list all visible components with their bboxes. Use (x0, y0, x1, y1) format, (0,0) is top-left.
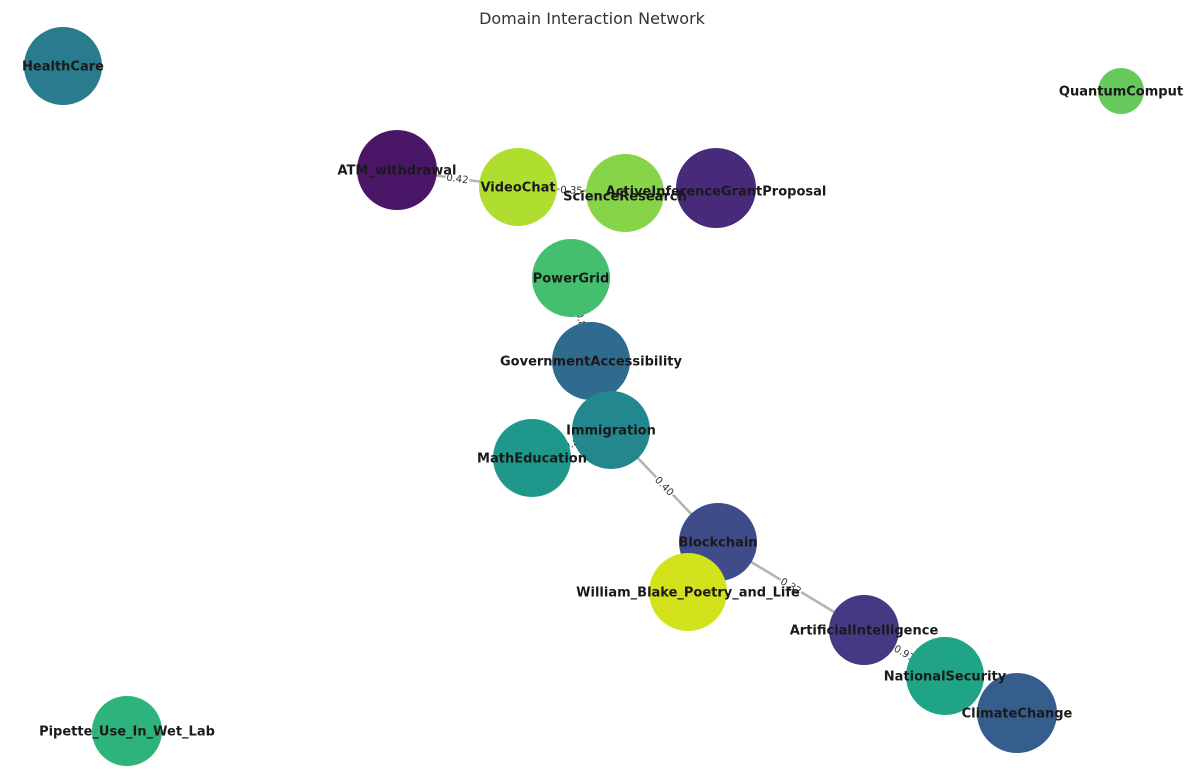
node-quantumcomput (1098, 68, 1144, 114)
node-matheducation (493, 419, 571, 497)
node-label-activeinferencegrantproposal: ActiveInferenceGrantProposal (606, 185, 827, 200)
diagram-title: Domain Interaction Network (479, 9, 706, 28)
node-artificialintelligence (829, 595, 899, 665)
edge-weight-label: 0.35 (560, 185, 583, 197)
edge-label-background (651, 473, 678, 499)
node-label-climatechange: ClimateChange (962, 707, 1073, 722)
node-label-atm-withdrawal: ATM_withdrawal (337, 164, 456, 179)
node-label-blockchain: Blockchain (678, 536, 757, 551)
edge-label-background (777, 574, 805, 598)
node-immigration (572, 391, 650, 469)
node-label-governmentaccessibility: GovernmentAccessibility (500, 355, 683, 370)
node-governmentaccessibility (552, 322, 630, 400)
node-label-healthcare: HealthCare (22, 60, 104, 75)
node-label-powergrid: PowerGrid (533, 272, 610, 287)
node-label-matheducation: MathEducation (477, 452, 587, 467)
node-videochat (479, 148, 557, 226)
node-pipette-use-in-wet-lab (92, 696, 162, 766)
node-healthcare (24, 27, 102, 105)
nodes-layer: HealthCareQuantumComputATM_withdrawalVid… (22, 27, 1183, 766)
node-label-videochat: VideoChat (480, 181, 555, 196)
node-climatechange (977, 673, 1057, 753)
node-label-immigration: Immigration (566, 424, 656, 439)
node-label-pipette-use-in-wet-lab: Pipette_Use_In_Wet_Lab (39, 725, 215, 740)
node-label-scienceresearch: ScienceResearch (563, 190, 687, 205)
edge-label-background (559, 183, 584, 197)
node-label-quantumcomput: QuantumComput (1059, 85, 1183, 100)
node-activeinferencegrantproposal (676, 148, 756, 228)
node-powergrid (532, 239, 610, 317)
node-nationalsecurity (906, 637, 984, 715)
node-scienceresearch (586, 154, 664, 232)
edge-label-background (444, 170, 471, 187)
node-label-nationalsecurity: NationalSecurity (884, 670, 1007, 685)
node-william-blake-poetry-and-life (649, 553, 727, 631)
node-label-william-blake-poetry-and-life: William_Blake_Poetry_and_Life (576, 586, 800, 601)
edge-weight-label: 0.42 (446, 172, 470, 186)
node-atm-withdrawal (357, 130, 437, 210)
node-label-artificialintelligence: ArtificialIntelligence (790, 624, 939, 639)
